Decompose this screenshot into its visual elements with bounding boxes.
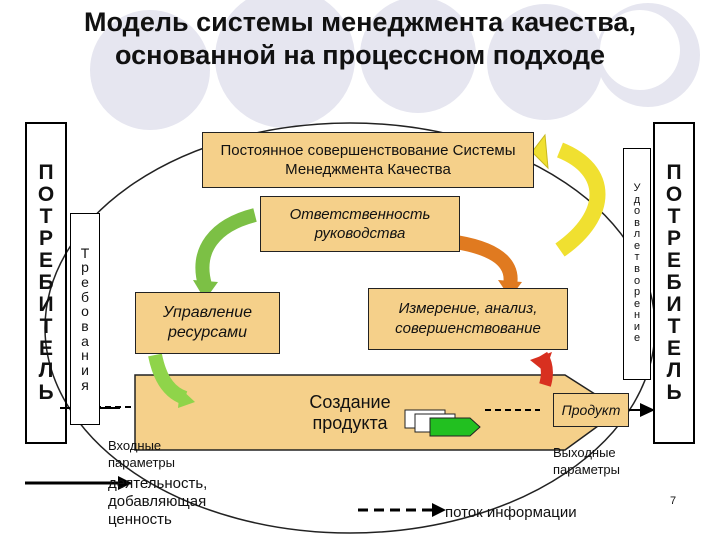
requirements-letter: е [81,273,89,290]
legend-solid-arrowhead [118,476,132,490]
requirements-letter: и [81,362,89,379]
right-column-letter: Л [666,359,682,383]
requirements-letter: Т [80,244,90,261]
curved-arrow-green [195,208,257,287]
product-creation-arrow [134,374,622,451]
satisfaction-letter: У [633,182,641,195]
curved-arrow-red-head [530,352,552,372]
product-box: Продукт [553,393,629,427]
satisfaction-letter: в [634,216,640,229]
satisfaction-letter: и [633,320,641,333]
right-column-letter: Е [666,337,681,361]
curved-arrow-green-head [193,280,218,300]
requirements-letter: р [81,259,89,276]
satisfaction-letter: н [633,309,641,322]
left-column-letter: Р [38,226,53,250]
left-column-letter: И [38,293,54,317]
improvement-box: Постоянное совершенствование Системы Мен… [202,132,534,188]
responsibility-box: Ответственность руководства [260,196,460,252]
satisfaction-letter: е [633,297,641,310]
right-column-letter: О [665,182,683,206]
requirements-letter: в [81,318,89,334]
right-column-letter: Б [666,270,682,294]
curved-arrow-green2-head [178,388,195,408]
info-flow-label: поток информации [445,504,577,521]
satisfaction-letter: р [633,286,641,299]
left-column-letter: Т [39,315,53,339]
left-column-letter: О [37,182,55,206]
right-column-letter: И [666,293,682,317]
right-column-letter: Т [667,315,681,339]
improvement-label: Постоянное совершенствование Системы Мен… [220,142,516,178]
inputs-label: Входные параметры [108,438,175,470]
right-column-letter: Е [666,248,681,272]
product-arrow-green [429,417,481,437]
resources-label: Управление ресурсами [163,304,252,341]
page-title: Модель системы менеджмента качества, осн… [84,7,636,70]
left-column-letter: Е [38,248,53,272]
left-column-letter: Л [38,359,54,383]
decor-circle [487,4,603,120]
right-column-letter: Т [667,204,681,228]
left-column-letter: Ь [38,381,54,405]
left-column-letter: П [38,160,54,184]
responsibility-label: Ответственность руководства [289,206,431,242]
left-column-letter: Е [38,337,53,361]
satisfaction-letter: т [634,251,640,264]
outputs-label: Выходные параметры [553,445,620,477]
requirements-letter: о [81,303,89,320]
satisfaction-letter: в [634,263,640,275]
decor-circle-inner [600,10,680,90]
right-column-letter: Р [666,226,681,250]
page-number: 7 [670,495,677,507]
right-column-letter: Ь [666,381,682,405]
value-added-label: деятельность, добавляющая ценность [108,475,208,528]
decor-circle [215,0,355,128]
product-label: Продукт [561,402,621,418]
decor-circle [90,10,210,130]
resources-box: Управление ресурсами [135,292,280,354]
measurement-label: Измерение, анализ, совершенствование [395,300,541,337]
decor-circle [360,0,476,113]
requirements-letter: а [81,332,89,349]
left-column-letter: Т [39,204,53,228]
product-creation-label: Создание продукта [309,392,391,433]
legend-dashed-arrowhead [432,503,446,517]
satisfaction-letter: е [633,332,641,345]
curved-arrow-yellow-head [531,133,549,170]
right-column-letter: П [666,160,682,184]
requirements-letter: б [80,288,90,305]
requirements-letter: н [81,347,89,364]
satisfaction-letter: о [633,274,641,287]
satisfaction-letter: д [633,193,641,206]
requirements-letter: я [81,376,89,393]
curved-arrow-yellow [555,142,606,257]
left-column-letter: Б [38,270,54,294]
output-arrowhead [640,403,655,417]
satisfaction-letter: е [633,239,641,252]
measurement-box: Измерение, анализ, совершенствование [368,288,568,350]
satisfaction-letter: о [633,205,641,218]
satisfaction-letter: л [633,228,641,241]
